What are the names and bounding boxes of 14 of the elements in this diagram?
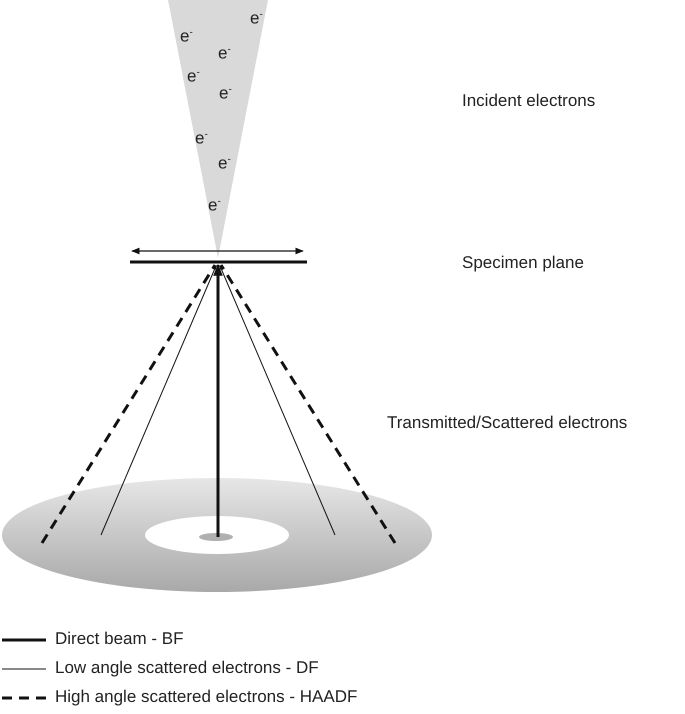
annotation-text: Transmitted/Scattered electrons	[387, 413, 628, 433]
electron-symbol: e$^{-}$	[218, 152, 231, 174]
legend-text: Direct beam - BF	[55, 629, 184, 649]
electron-symbol: e$^{-}$	[208, 194, 221, 216]
legend-text: High angle scattered electrons - HAADF	[55, 687, 358, 707]
annotation-text: Specimen plane	[462, 253, 584, 273]
electron-symbol: e$^{-}$	[250, 8, 263, 29]
legend-text: Low angle scattered electrons - DF	[55, 658, 319, 678]
electron-symbol: e$^{-}$	[218, 42, 231, 64]
electron-symbol: e$^{-}$	[195, 128, 208, 149]
annotation-text: Incident electrons	[462, 91, 596, 111]
electron-symbol: e$^{-}$	[187, 66, 200, 87]
electron-symbol: e$^{-}$	[180, 26, 193, 47]
electron-symbol: e$^{-}$	[219, 82, 232, 104]
